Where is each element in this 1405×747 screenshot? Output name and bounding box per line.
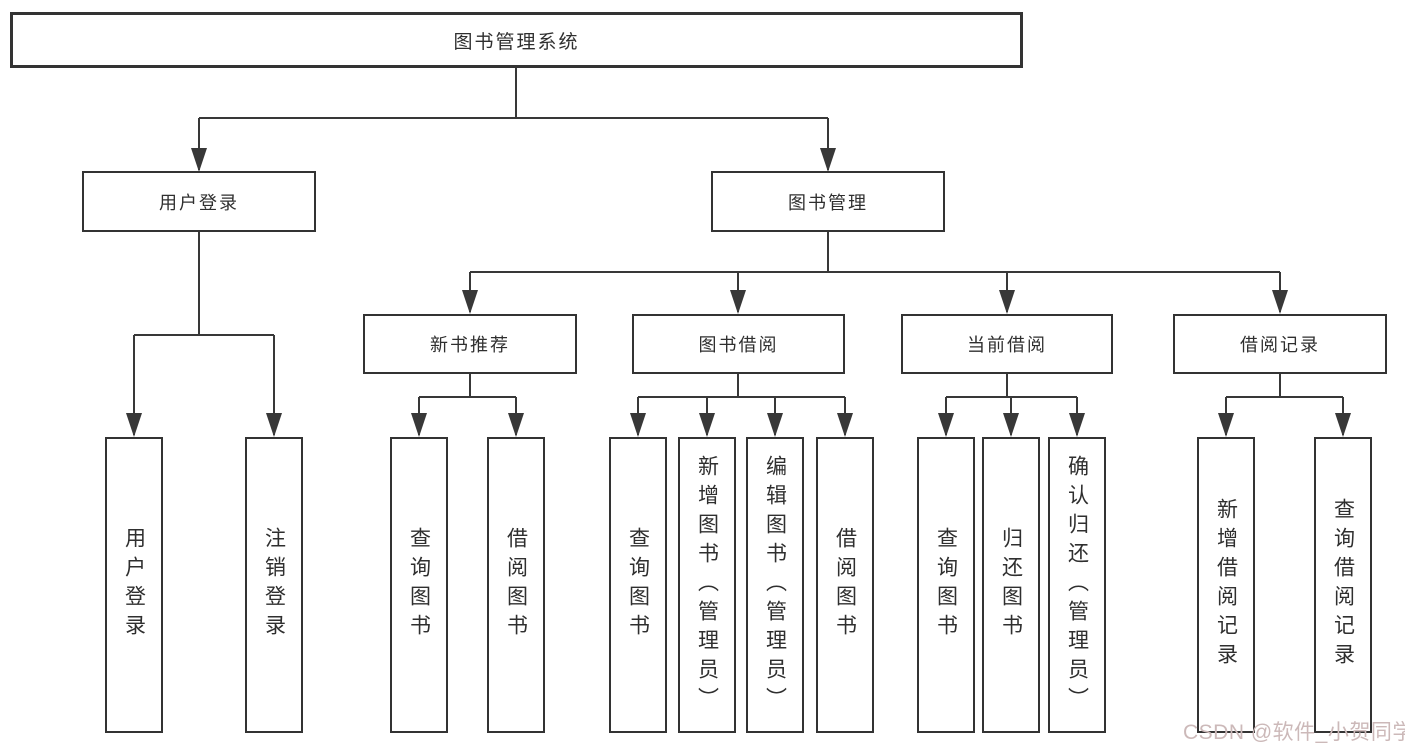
connector-root <box>198 67 829 170</box>
connector-borrow-record <box>1225 374 1344 435</box>
node-new-book-recommend: 新书推荐 <box>363 314 577 374</box>
connector-book-management <box>469 232 1281 312</box>
arrow-down-icon <box>820 148 836 172</box>
arrow-down-icon <box>999 290 1015 314</box>
node-book-management: 图书管理 <box>711 171 945 232</box>
connector-user-login <box>133 232 275 435</box>
arrow-down-icon <box>630 413 646 437</box>
arrow-down-icon <box>699 413 715 437</box>
leaf-add-borrow-record: 新增借阅记录 <box>1197 437 1255 733</box>
node-user-login: 用户登录 <box>82 171 316 232</box>
arrow-down-icon <box>266 413 282 437</box>
node-library-system: 图书管理系统 <box>10 12 1023 68</box>
leaf-borrow-books-recommend: 借阅图书 <box>487 437 545 733</box>
leaf-query-books-borrow: 查询图书 <box>609 437 667 733</box>
leaf-query-books-current: 查询图书 <box>917 437 975 733</box>
node-current-borrow: 当前借阅 <box>901 314 1113 374</box>
connector-new-book <box>418 374 517 435</box>
arrow-down-icon <box>730 290 746 314</box>
connector-book-borrow <box>637 374 846 435</box>
arrow-down-icon <box>1272 290 1288 314</box>
arrow-down-icon <box>126 413 142 437</box>
arrow-down-icon <box>191 148 207 172</box>
arrow-down-icon <box>1069 413 1085 437</box>
leaf-borrow-books-borrow: 借阅图书 <box>816 437 874 733</box>
arrow-down-icon <box>462 290 478 314</box>
leaf-logout: 注销登录 <box>245 437 303 733</box>
arrowheads <box>126 148 1351 437</box>
arrow-down-icon <box>938 413 954 437</box>
leaf-edit-book-admin: 编辑图书（管理员） <box>746 437 804 733</box>
arrow-down-icon <box>767 413 783 437</box>
node-borrow-record: 借阅记录 <box>1173 314 1387 374</box>
node-book-borrow: 图书借阅 <box>632 314 845 374</box>
arrow-down-icon <box>1003 413 1019 437</box>
arrow-down-icon <box>1335 413 1351 437</box>
arrow-down-icon <box>837 413 853 437</box>
leaf-return-book: 归还图书 <box>982 437 1040 733</box>
arrow-down-icon <box>508 413 524 437</box>
leaf-user-login: 用户登录 <box>105 437 163 733</box>
leaf-query-books-recommend: 查询图书 <box>390 437 448 733</box>
leaf-query-borrow-record: 查询借阅记录 <box>1314 437 1372 733</box>
leaf-confirm-return-admin: 确认归还（管理员） <box>1048 437 1106 733</box>
arrow-down-icon <box>1218 413 1234 437</box>
leaf-add-book-admin: 新增图书（管理员） <box>678 437 736 733</box>
watermark: CSDN @软件_小贺同学 <box>1183 721 1405 744</box>
arrow-down-icon <box>411 413 427 437</box>
